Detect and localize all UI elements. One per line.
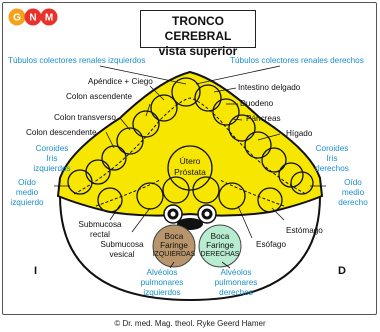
label-tubulos-izq: Túbulos colectores renales izquierdos — [8, 56, 146, 65]
leader-lines — [54, 65, 326, 269]
label-apendice: Apéndice + Ciego — [88, 77, 153, 86]
copyright: © Dr. med. Mag. theol. Ryke Geerd Hamer — [114, 319, 266, 328]
side-left-label: I — [34, 265, 38, 277]
label-tubulos-der: Túbulos colectores renales derechos — [230, 56, 364, 65]
label-colon-desc: Colon descendente — [26, 128, 97, 137]
logo-letter-g: G — [13, 13, 21, 24]
side-right-label: D — [338, 265, 346, 277]
title-line1: TRONCO CEREBRAL — [164, 14, 232, 43]
gnm-logo: G N M — [8, 8, 58, 26]
boca-izquierdas-circle — [152, 224, 196, 268]
title-box: TRONCO CEREBRAL vista superior — [140, 10, 256, 58]
diagram-frame — [2, 2, 377, 315]
logo-letter-m: M — [45, 13, 53, 24]
target-left — [163, 204, 183, 224]
nuclei-circles — [67, 77, 314, 213]
label-higado: Hígado — [286, 129, 313, 138]
label-duodeno: Duodeno — [240, 99, 274, 108]
label-pancreas: Páncreas — [246, 114, 281, 123]
label-colon-asc: Colon ascendente — [66, 92, 133, 101]
label-intestino: Intestino delgado — [238, 83, 301, 92]
dashed-arcs — [73, 97, 307, 207]
title-line2: vista superior — [158, 44, 238, 58]
label-esofago: Esófago — [256, 240, 287, 249]
label-estomago: Estómago — [286, 226, 323, 235]
target-right — [197, 204, 217, 224]
brainstem-yellow-region — [56, 70, 324, 217]
logo-letter-n: N — [29, 13, 36, 24]
label-colon-trans: Colon transverso — [54, 113, 116, 122]
boca-derechas-circle — [198, 224, 242, 268]
